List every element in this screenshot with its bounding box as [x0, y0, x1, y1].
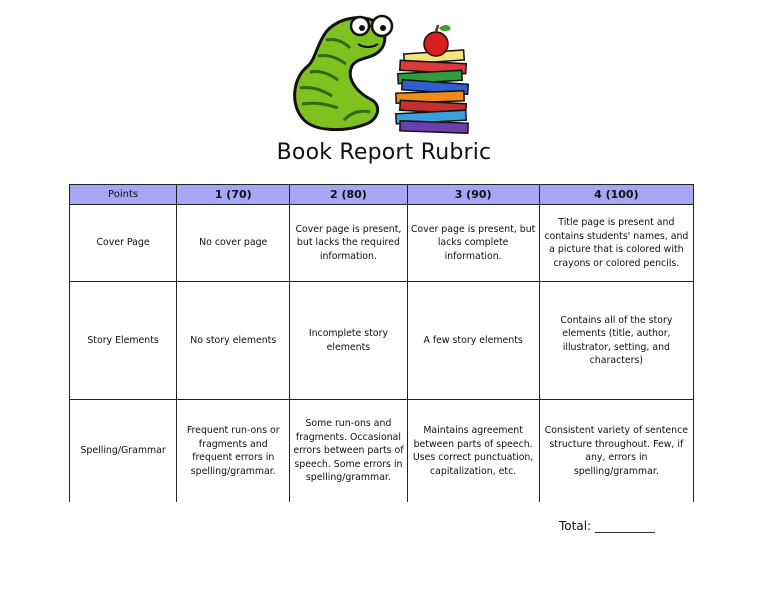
- rubric-cell: Some run-ons and fragments. Occasional e…: [289, 399, 408, 502]
- apple-icon: [423, 24, 451, 57]
- criterion-cell: Story Elements: [68, 281, 178, 400]
- table-row: Spelling/Grammar Frequent run-ons or fra…: [68, 399, 695, 502]
- bookworm-illustration-icon: [293, 14, 470, 134]
- header-points: Points: [68, 184, 178, 205]
- rubric-table: Points 1 (70) 2 (80) 3 (90) 4 (100) Cove…: [68, 184, 695, 502]
- rubric-cell: Title page is present and contains stude…: [538, 204, 695, 282]
- worm-icon: [293, 14, 394, 132]
- rubric-cell: Consistent variety of sentence structure…: [538, 399, 695, 502]
- table-row: Cover Page No cover page Cover page is p…: [68, 204, 695, 282]
- rubric-cell: No cover page: [176, 204, 291, 282]
- table-row: Story Elements No story elements Incompl…: [68, 281, 695, 400]
- document-title: Book Report Rubric: [276, 140, 492, 165]
- rubric-cell: Maintains agreement between parts of spe…: [406, 399, 540, 502]
- header-score-3: 3 (90): [406, 184, 540, 205]
- rubric-cell: Contains all of the story elements (titl…: [538, 281, 695, 400]
- book-stack-icon: [394, 49, 470, 134]
- rubric-cell: No story elements: [176, 281, 291, 400]
- total-score-line: Total: __________: [559, 519, 655, 533]
- table-header-row: Points 1 (70) 2 (80) 3 (90) 4 (100): [68, 184, 695, 205]
- rubric-cell: Cover page is present, but lacks complet…: [406, 204, 540, 282]
- rubric-cell: Cover page is present, but lacks the req…: [289, 204, 408, 282]
- criterion-cell: Spelling/Grammar: [68, 399, 178, 502]
- header-score-1: 1 (70): [176, 184, 291, 205]
- header-score-4: 4 (100): [538, 184, 695, 205]
- rubric-cell: Incomplete story elements: [289, 281, 408, 400]
- header-score-2: 2 (80): [289, 184, 408, 205]
- rubric-cell: A few story elements: [406, 281, 540, 400]
- criterion-cell: Cover Page: [68, 204, 178, 282]
- rubric-cell: Frequent run-ons or fragments and freque…: [176, 399, 291, 502]
